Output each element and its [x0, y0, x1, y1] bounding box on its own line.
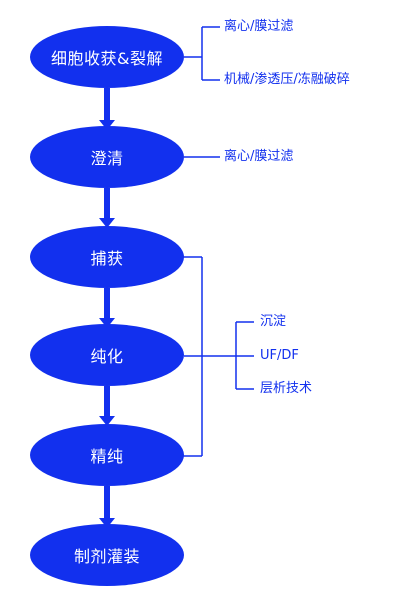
- annotation-clarification-methods: 离心/膜过滤: [224, 149, 294, 164]
- step-capture: 捕获: [30, 226, 184, 288]
- arrowhead-1: [99, 120, 115, 130]
- annotation-lysis-separation: 离心/膜过滤: [224, 19, 294, 34]
- arrowhead-5: [99, 518, 115, 528]
- arrowhead-2: [99, 218, 115, 228]
- annotation-uf-df: UF/DF: [260, 348, 299, 363]
- step-purification: 纯化: [30, 324, 184, 386]
- step-polishing: 精纯: [30, 424, 184, 486]
- annotation-precipitation: 沉淀: [260, 314, 287, 329]
- step-formulation-fill: 制剂灌装: [30, 524, 184, 586]
- step-cell-harvest-lysis: 细胞收获&裂解: [30, 26, 184, 88]
- step-clarification: 澄清: [30, 126, 184, 188]
- annotation-chromatography: 层析技术: [260, 381, 313, 396]
- annotation-lysis-methods: 机械/渗透压/冻融破碎: [224, 72, 350, 87]
- arrowhead-3: [99, 318, 115, 328]
- arrowhead-4: [99, 416, 115, 426]
